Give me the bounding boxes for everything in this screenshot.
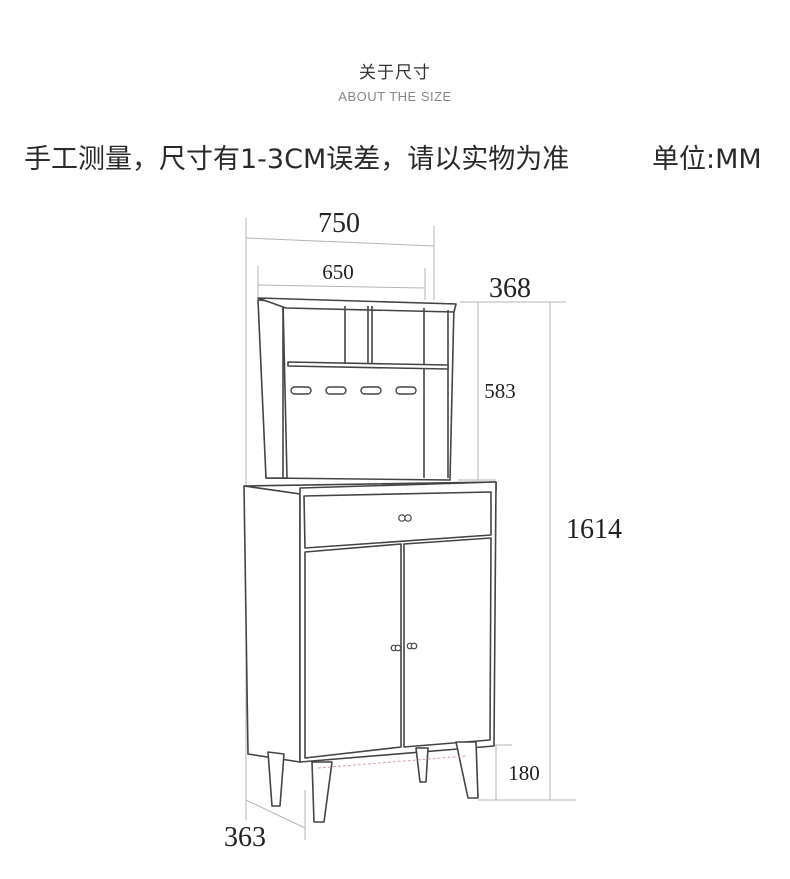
hutch-shelf <box>287 361 449 370</box>
dim-leg-height: 180 <box>508 761 540 785</box>
left-door <box>304 543 402 759</box>
dim-total-width: 750 <box>318 208 360 239</box>
knobs <box>390 514 418 652</box>
drawer <box>303 491 492 549</box>
dim-hutch-width: 650 <box>322 260 354 284</box>
dim-depth-top: 368 <box>489 273 531 304</box>
hutch-hooks <box>290 386 417 395</box>
right-door <box>403 537 492 748</box>
cabinet-side <box>243 485 301 763</box>
cabinet <box>243 297 497 763</box>
unit-label: 单位:MM <box>652 144 762 175</box>
section-subtitle: ABOUT THE SIZE <box>338 89 452 104</box>
dim-hutch-height: 583 <box>484 379 516 403</box>
section-title: 关于尺寸 <box>359 63 431 83</box>
dim-base-depth: 363 <box>224 822 266 853</box>
legs <box>267 741 479 823</box>
dim-total-height: 1614 <box>566 514 622 545</box>
measurement-note: 手工测量，尺寸有1-3CM误差，请以实物为准 <box>24 144 570 175</box>
hutch-top <box>257 297 457 313</box>
